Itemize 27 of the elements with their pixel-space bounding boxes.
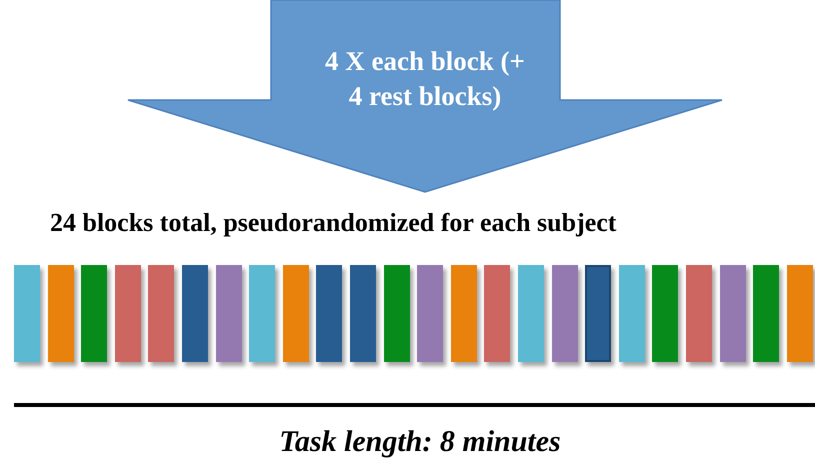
block-bar	[48, 265, 74, 362]
block-bar	[417, 265, 444, 362]
block-bar	[249, 265, 276, 362]
block-bar	[484, 265, 510, 362]
block-bar	[720, 265, 746, 362]
block-bar	[518, 265, 544, 362]
block-bar	[114, 265, 141, 362]
block-bar	[618, 265, 645, 362]
block-bar	[686, 265, 712, 362]
block-bar	[753, 265, 780, 362]
block-bar	[585, 265, 612, 362]
block-bar	[450, 265, 477, 362]
block-bar	[786, 265, 813, 362]
arrow-label: 4 X each block (+ 4 rest blocks)	[324, 45, 526, 113]
block-bar	[148, 265, 174, 362]
heading: 24 blocks total, pseudorandomized for each subject	[50, 208, 618, 238]
block-bar	[182, 265, 208, 362]
block-bar	[216, 265, 242, 362]
block-bar	[81, 265, 108, 362]
block-bar	[384, 265, 410, 362]
block-bar	[316, 265, 342, 362]
block-bar	[14, 265, 40, 362]
block-bar	[350, 265, 376, 362]
caption: Task length: 8 minutes	[278, 425, 562, 459]
block-bar	[282, 265, 309, 362]
block-bar	[552, 265, 578, 362]
block-bar	[652, 265, 678, 362]
